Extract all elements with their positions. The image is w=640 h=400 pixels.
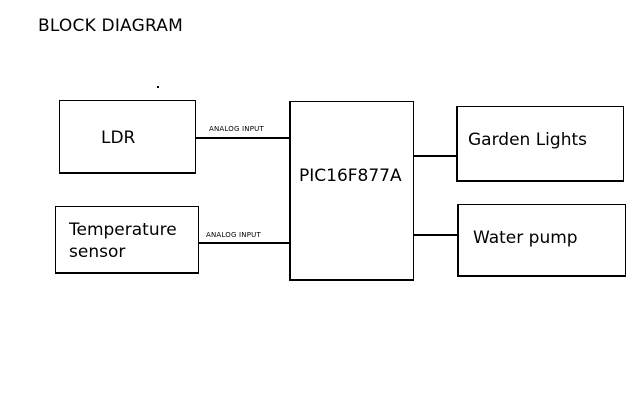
- water-pump-block: [457, 204, 626, 277]
- temp-to-mcu-connector: [199, 242, 289, 244]
- temperature-sensor-label-line2: sensor: [69, 242, 126, 262]
- mcu-to-garden-lights-connector: [414, 155, 456, 157]
- garden-lights-block: [456, 106, 624, 182]
- mcu-label: PIC16F877A: [299, 166, 402, 186]
- ldr-label: LDR: [101, 128, 136, 148]
- ldr-to-mcu-label: ANALOG INPUT: [209, 125, 264, 133]
- mcu-block: [289, 101, 414, 281]
- ldr-block: [59, 100, 196, 174]
- mcu-to-water-pump-connector: [414, 234, 457, 236]
- stray-dot: [157, 86, 159, 88]
- ldr-to-mcu-connector: [196, 137, 289, 139]
- water-pump-label: Water pump: [473, 228, 578, 248]
- garden-lights-label: Garden Lights: [468, 130, 587, 150]
- temp-to-mcu-label: ANALOG INPUT: [206, 231, 261, 239]
- temperature-sensor-block: [55, 206, 199, 274]
- diagram-title: BLOCK DIAGRAM: [38, 16, 183, 36]
- temperature-sensor-label-line1: Temperature: [69, 220, 177, 240]
